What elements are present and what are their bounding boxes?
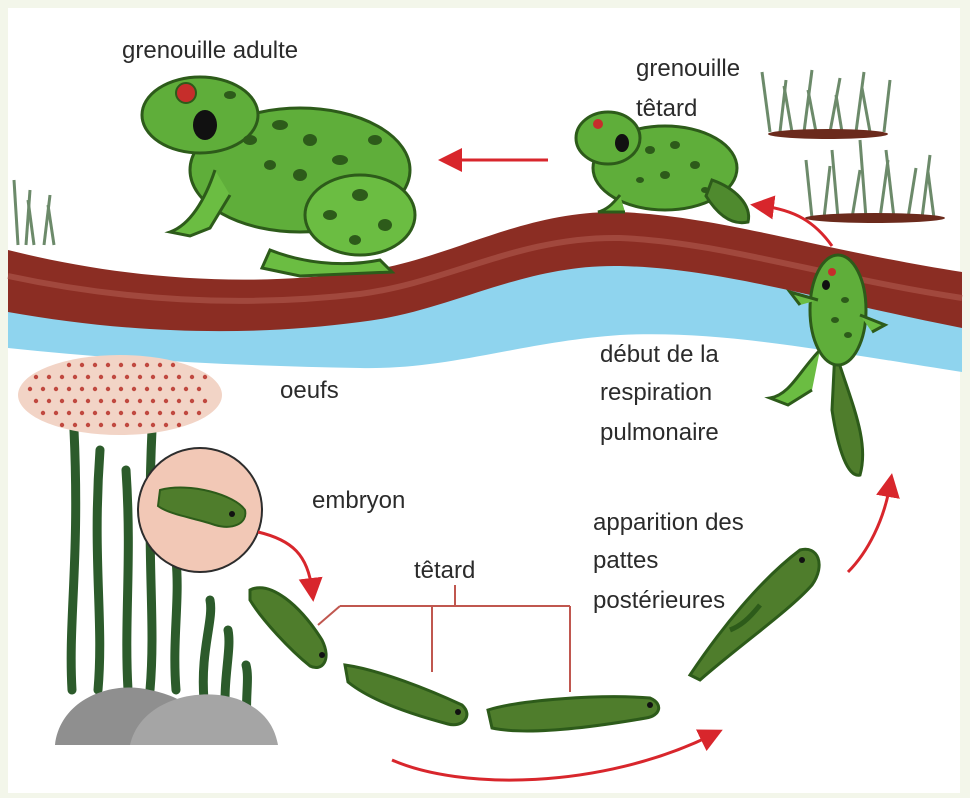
egg [138, 399, 142, 403]
egg [112, 399, 116, 403]
egg [158, 387, 162, 391]
egg [184, 387, 188, 391]
egg [151, 399, 155, 403]
egg [47, 375, 51, 379]
egg [93, 387, 97, 391]
egg [125, 399, 129, 403]
egg [151, 423, 155, 427]
egg [41, 411, 45, 415]
egg [60, 375, 64, 379]
egg [119, 387, 123, 391]
egg [99, 375, 103, 379]
label-adult-frog: grenouille adulte [122, 36, 298, 66]
egg [60, 423, 64, 427]
egg [93, 411, 97, 415]
egg [119, 411, 123, 415]
egg [177, 375, 181, 379]
egg [164, 399, 168, 403]
egg [125, 423, 129, 427]
egg [28, 387, 32, 391]
egg [86, 423, 90, 427]
egg [34, 375, 38, 379]
label-embryo: embryon [312, 486, 405, 516]
egg [125, 375, 129, 379]
egg [67, 387, 71, 391]
egg [197, 387, 201, 391]
egg [41, 387, 45, 391]
label-tadpole: têtard [414, 556, 475, 586]
egg [132, 387, 136, 391]
egg [106, 387, 110, 391]
embryo-circle [138, 448, 262, 572]
egg-cluster [18, 355, 222, 435]
egg [60, 399, 64, 403]
egg [73, 399, 77, 403]
egg [138, 423, 142, 427]
egg [171, 387, 175, 391]
egg [203, 399, 207, 403]
egg [67, 363, 71, 367]
label-lung-line2: respiration [600, 378, 712, 408]
egg [99, 423, 103, 427]
egg [158, 411, 162, 415]
egg [151, 375, 155, 379]
label-hind-line2: pattes [593, 546, 658, 576]
label-froglet-line1: grenouille [636, 54, 740, 84]
egg [73, 375, 77, 379]
egg [171, 363, 175, 367]
egg [145, 411, 149, 415]
egg [34, 399, 38, 403]
egg [171, 411, 175, 415]
label-eggs: oeufs [280, 376, 339, 406]
egg [80, 411, 84, 415]
egg [112, 375, 116, 379]
egg [197, 411, 201, 415]
egg [203, 375, 207, 379]
egg [54, 387, 58, 391]
label-lung-line3: pulmonaire [600, 418, 719, 448]
egg [54, 411, 58, 415]
label-lung-line1: début de la [600, 340, 719, 370]
label-hind-line3: postérieures [593, 586, 725, 616]
egg [177, 423, 181, 427]
egg [184, 411, 188, 415]
egg [106, 363, 110, 367]
egg [190, 375, 194, 379]
egg [138, 375, 142, 379]
egg [47, 399, 51, 403]
egg [86, 375, 90, 379]
egg [106, 411, 110, 415]
egg [132, 411, 136, 415]
label-hind-line1: apparition des [593, 508, 744, 538]
egg [80, 387, 84, 391]
egg [158, 363, 162, 367]
egg [164, 423, 168, 427]
egg [177, 399, 181, 403]
egg [86, 399, 90, 403]
egg [145, 387, 149, 391]
egg [164, 375, 168, 379]
egg [67, 411, 71, 415]
egg [190, 399, 194, 403]
egg [119, 363, 123, 367]
egg [80, 363, 84, 367]
egg [132, 363, 136, 367]
label-froglet-line2: têtard [636, 94, 697, 124]
egg [93, 363, 97, 367]
egg [145, 363, 149, 367]
egg [112, 423, 116, 427]
egg [73, 423, 77, 427]
egg [99, 399, 103, 403]
